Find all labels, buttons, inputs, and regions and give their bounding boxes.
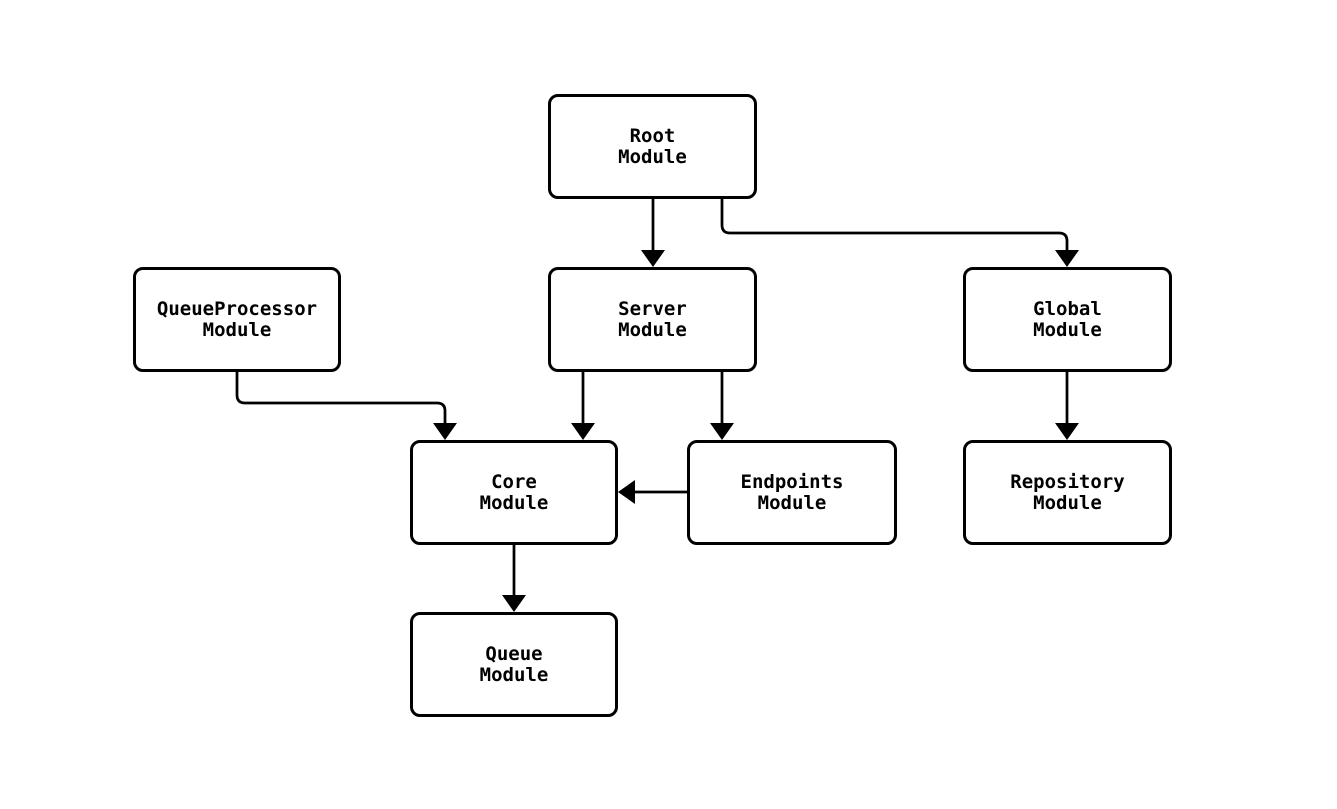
node-queue-module: Queue Module (410, 612, 618, 717)
node-server-module: Server Module (548, 267, 757, 372)
edge-root-global (720, 199, 1069, 252)
arrowhead-endpoints-core (618, 480, 635, 504)
node-core-module-label: Core Module (479, 470, 549, 514)
arrowhead-root-server (641, 250, 665, 267)
node-root-module: Root Module (548, 94, 757, 199)
node-endpoints-module-label: Endpoints Module (740, 470, 844, 514)
arrowhead-root-global (1055, 250, 1079, 267)
arrowhead-core-queue (502, 595, 526, 612)
arrowhead-queueProcessor-core (433, 423, 457, 440)
node-queueprocessor-module-label: QueueProcessor Module (156, 297, 318, 341)
node-queue-module-label: Queue Module (479, 642, 549, 686)
node-global-module: Global Module (963, 267, 1172, 372)
edge-queueProcessor-core (235, 372, 447, 425)
node-core-module: Core Module (410, 440, 618, 545)
node-endpoints-module: Endpoints Module (687, 440, 897, 545)
node-repository-module: Repository Module (963, 440, 1172, 545)
node-queueprocessor-module: QueueProcessor Module (133, 267, 341, 372)
arrowhead-server-core (571, 423, 595, 440)
node-global-module-label: Global Module (1033, 297, 1102, 341)
arrowhead-server-endpoints (710, 423, 734, 440)
node-root-module-label: Root Module (618, 124, 687, 168)
arrowhead-global-repository (1055, 423, 1079, 440)
node-repository-module-label: Repository Module (1010, 470, 1125, 514)
node-server-module-label: Server Module (618, 297, 687, 341)
